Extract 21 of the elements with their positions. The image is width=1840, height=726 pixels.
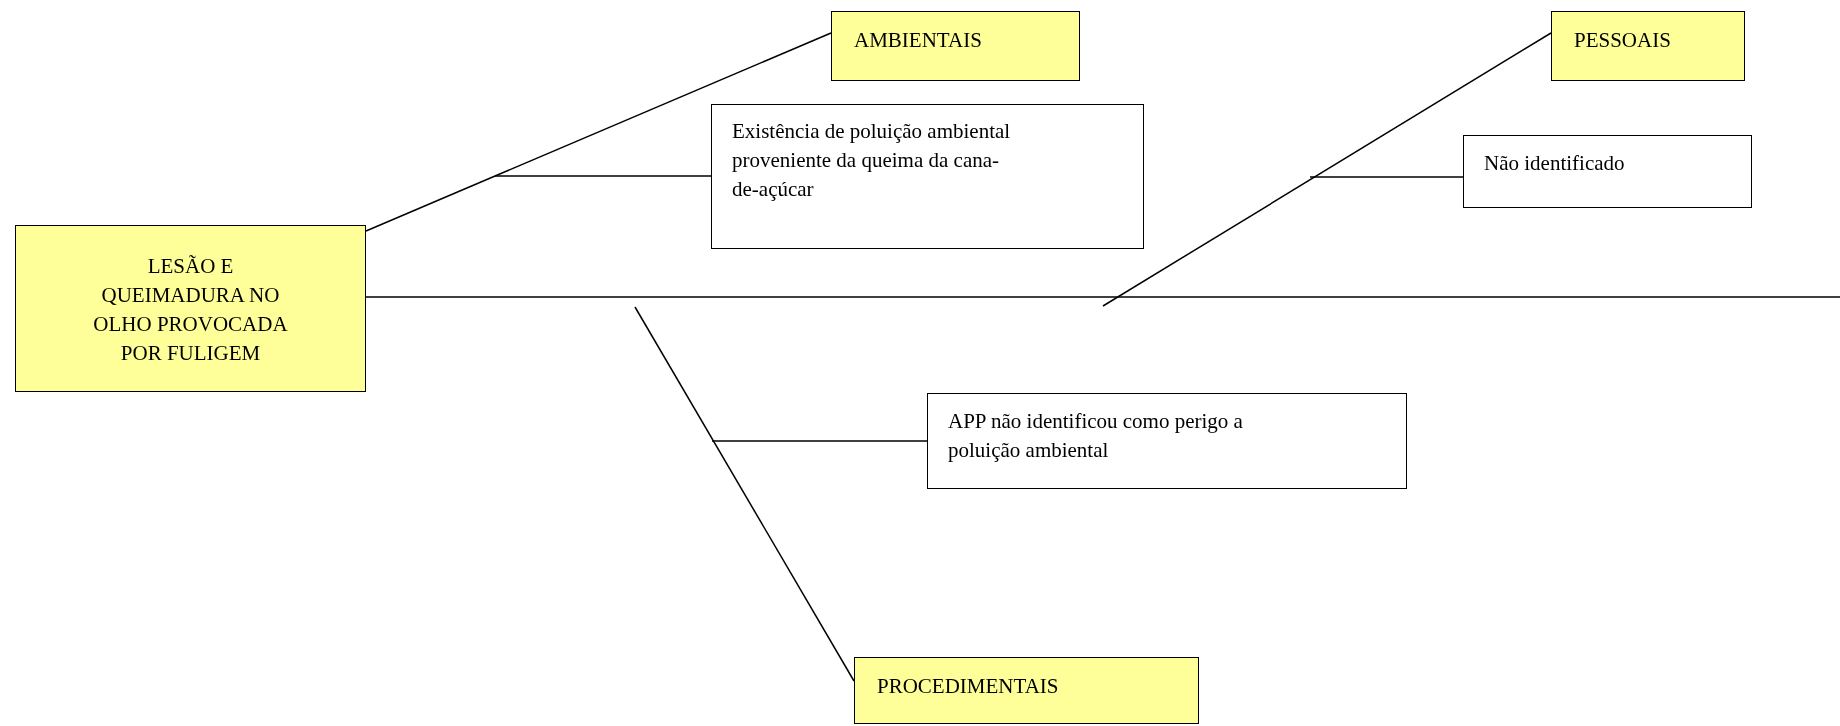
box-text: PESSOAIS [1574, 27, 1672, 54]
cause-box [711, 104, 1144, 249]
box-text: Existência de poluição ambiental proveniente da queima da cana-de-açúcar [732, 118, 1012, 203]
fishbone-line [1102, 32, 1552, 307]
fishbone-line [365, 296, 1840, 298]
cause-box [1463, 135, 1752, 208]
category-box [1551, 11, 1745, 81]
category-box [831, 11, 1080, 81]
box-text: LESÃO E QUEIMADURA NO OLHO PROVOCADA POR FULIGEM [92, 253, 289, 367]
fishbone-line [1309, 176, 1464, 178]
cause-box [927, 393, 1407, 489]
connector-line [365, 32, 832, 232]
box-text: APP não identificou como perigo a poluição ambiental [948, 408, 1244, 464]
fishbone-line [634, 306, 855, 682]
box-text: PROCEDIMENTAIS [877, 673, 1060, 700]
category-box [15, 225, 366, 392]
category-box [854, 657, 1199, 724]
box-text: Não identificado [1484, 150, 1626, 177]
box-text: AMBIENTAIS [854, 27, 983, 54]
fishbone-line [494, 175, 712, 177]
fishbone-line [711, 440, 928, 442]
